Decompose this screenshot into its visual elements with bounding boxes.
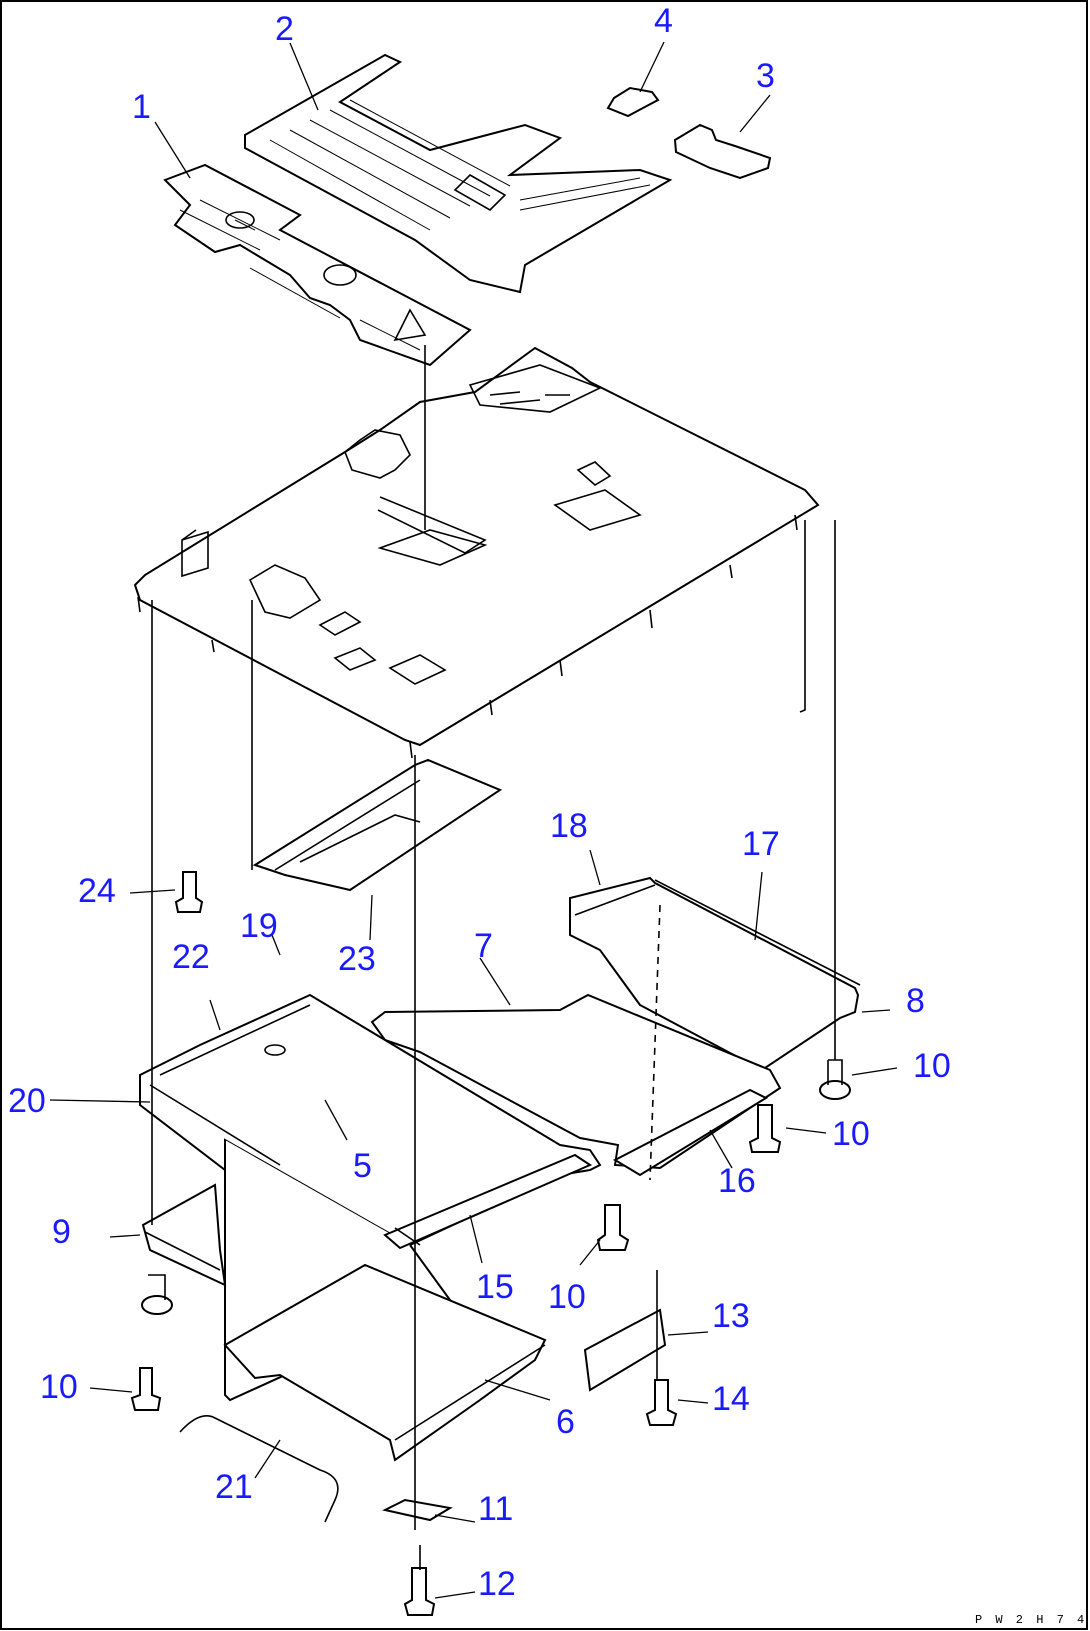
part-11-plate: [382, 1498, 453, 1522]
callout-22: 22: [172, 938, 210, 976]
callout-11: 11: [478, 1490, 513, 1528]
callout-6: 6: [556, 1403, 575, 1441]
part-9-bracket: [141, 1183, 227, 1287]
bolt-icon: [130, 1367, 162, 1411]
callout-5: 5: [353, 1147, 372, 1185]
bolt-icon: [174, 871, 204, 913]
bolt-icon: [403, 1567, 436, 1616]
callout-13: 13: [712, 1297, 750, 1335]
part-1-floor-mat-left: [163, 163, 472, 367]
callout-8: 8: [906, 982, 925, 1020]
assembly-lines: [151, 345, 836, 1570]
callout-9: 9: [52, 1213, 71, 1251]
part-6-bottom-tray: [223, 1263, 547, 1462]
callout-10b: 10: [832, 1115, 870, 1153]
part-23-duct: [252, 758, 503, 892]
part-3-cover: [673, 123, 772, 180]
part-13-plate: [583, 1308, 667, 1392]
callout-7: 7: [474, 927, 493, 965]
callout-14: 14: [712, 1380, 750, 1418]
bolt-icon: [748, 1104, 782, 1153]
callout-10c: 10: [548, 1278, 586, 1316]
callout-16: 16: [718, 1162, 756, 1200]
callout-2: 2: [275, 10, 294, 48]
callout-19: 19: [240, 907, 278, 945]
callout-12: 12: [478, 1565, 516, 1603]
leader-lines: [49, 41, 898, 1599]
part-17-right-cover: [569, 876, 861, 1072]
callout-3: 3: [756, 57, 775, 95]
callout-24: 24: [78, 872, 116, 910]
callout-17: 17: [742, 825, 780, 863]
callout-15: 15: [476, 1268, 514, 1306]
part-2-floor-mat-main: [244, 53, 673, 294]
part-21-seal: [179, 1415, 339, 1523]
bolt-icon: [596, 1204, 630, 1251]
callout-1: 1: [132, 88, 151, 126]
callout-10d: 10: [40, 1368, 78, 1406]
washer-icon: [819, 1059, 851, 1100]
part-15-bracket: [383, 1153, 593, 1250]
main-floor-plate: [133, 346, 820, 759]
part-16-bracket: [612, 1088, 769, 1177]
callout-20: 20: [8, 1082, 46, 1120]
callout-23: 23: [338, 940, 376, 978]
callout-4: 4: [654, 2, 673, 40]
callout-18: 18: [550, 807, 588, 845]
washer-icon: [141, 1274, 173, 1315]
part-4-clip: [606, 86, 660, 118]
bolt-icon: [645, 1379, 678, 1426]
drawing-code: P W 2 H 7 4 H: [975, 1613, 1090, 1627]
callout-21: 21: [215, 1468, 253, 1506]
callout-10a: 10: [913, 1047, 951, 1085]
